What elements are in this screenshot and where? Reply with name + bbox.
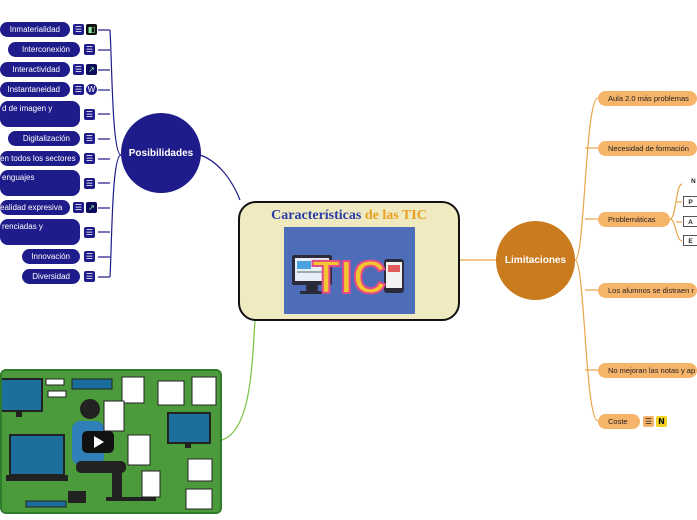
note-icon[interactable]: ☰ xyxy=(73,202,84,213)
note-icon[interactable]: ☰ xyxy=(84,133,95,144)
posibilidad-lenguajes[interactable]: enguajes xyxy=(0,170,80,196)
limitacion-aula[interactable]: Aula 2.0 más problemas xyxy=(598,91,697,106)
problematica-a[interactable]: A xyxy=(683,216,697,227)
notion-icon[interactable]: N xyxy=(656,416,667,427)
central-title: Características de las TIC xyxy=(271,208,427,223)
problematica-p[interactable]: P xyxy=(683,196,697,207)
posibilidad-expresiva[interactable]: ealidad expresiva xyxy=(0,200,70,215)
note-icon[interactable]: ☰ xyxy=(84,251,95,262)
limitacion-coste[interactable]: Coste xyxy=(598,414,640,429)
posibilidad-digitalizacion[interactable]: Digitalización xyxy=(8,131,80,146)
limitacion-problematicas[interactable]: Problemáticas xyxy=(598,212,670,227)
limitaciones-label: Limitaciones xyxy=(504,255,567,266)
limitacion-formacion[interactable]: Necesidad de formación xyxy=(598,141,697,156)
video-illustration xyxy=(2,371,220,512)
tic-letters: TIC xyxy=(312,251,386,303)
limitaciones-node[interactable]: Limitaciones xyxy=(496,221,575,300)
posibilidades-node[interactable]: Posibilidades xyxy=(121,113,201,193)
central-topic[interactable]: Características de las TIC TIC xyxy=(238,201,460,321)
posibilidad-instantaneidad[interactable]: Instantaneidad xyxy=(0,82,70,97)
posibilidades-label: Posibilidades xyxy=(128,147,194,159)
posibilidad-imagen[interactable]: d de imagen y xyxy=(0,101,80,127)
note-icon[interactable]: ☰ xyxy=(73,24,84,35)
note-icon[interactable]: ☰ xyxy=(643,416,654,427)
note-icon[interactable]: ☰ xyxy=(84,271,95,282)
wordpress-icon[interactable]: W xyxy=(86,84,97,95)
posibilidad-interconexion[interactable]: Interconexión xyxy=(8,42,80,57)
note-icon[interactable]: ☰ xyxy=(73,84,84,95)
limitacion-distraen[interactable]: Los alumnos se distraen r xyxy=(598,283,697,298)
posibilidad-sectores[interactable]: en todos los sectores xyxy=(0,151,80,166)
posibilidad-diferenciadas[interactable]: renciadas y xyxy=(0,219,80,245)
problematica-e[interactable]: E xyxy=(683,235,697,246)
play-icon[interactable] xyxy=(94,436,104,448)
external-link-icon[interactable]: ◧ xyxy=(86,24,97,35)
posibilidad-innovacion[interactable]: Innovación xyxy=(22,249,80,264)
posibilidad-interactividad[interactable]: Interactividad xyxy=(0,62,70,77)
limitacion-notas[interactable]: No mejoran las notas y ap xyxy=(598,363,697,378)
posibilidad-diversidad[interactable]: Diversidad xyxy=(22,269,80,284)
note-icon[interactable]: ☰ xyxy=(84,109,95,120)
external-link-icon[interactable]: ↗ xyxy=(86,202,97,213)
tic-illustration-graphic: TIC xyxy=(284,227,415,314)
tic-illustration: TIC xyxy=(284,227,415,314)
note-icon[interactable]: ☰ xyxy=(84,227,95,238)
note-icon[interactable]: ☰ xyxy=(84,44,95,55)
note-icon[interactable]: ☰ xyxy=(84,153,95,164)
problematica-n[interactable]: N xyxy=(691,178,696,185)
external-link-icon[interactable]: ↗ xyxy=(86,64,97,75)
note-icon[interactable]: ☰ xyxy=(73,64,84,75)
video-thumbnail[interactable] xyxy=(0,369,222,514)
posibilidad-inmaterialidad[interactable]: Inmaterialidad xyxy=(0,22,70,37)
note-icon[interactable]: ☰ xyxy=(84,178,95,189)
